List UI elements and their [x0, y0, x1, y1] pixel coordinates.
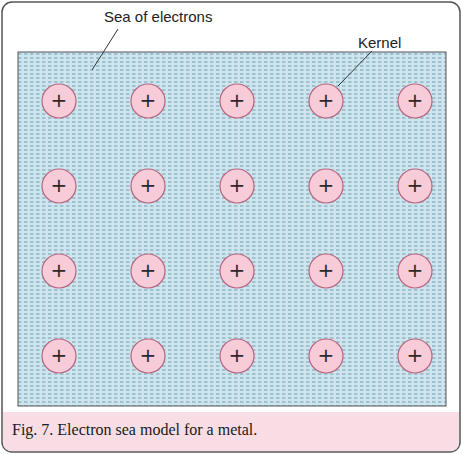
kernel-circle: +: [308, 338, 344, 374]
kernel-circle: +: [308, 168, 344, 204]
charge-sign: +: [397, 338, 433, 374]
kernel-circle: +: [130, 338, 166, 374]
kernel-circle: +: [41, 338, 77, 374]
kernel-circle: +: [41, 168, 77, 204]
charge-sign: +: [397, 168, 433, 204]
part-label: Kernel: [358, 34, 401, 51]
kernel-circle: +: [219, 253, 255, 289]
charge-sign: +: [308, 83, 344, 119]
kernel-circle: +: [41, 253, 77, 289]
kernel-circle: +: [130, 253, 166, 289]
charge-sign: +: [219, 168, 255, 204]
kernel-circle: +: [397, 338, 433, 374]
charge-sign: +: [41, 168, 77, 204]
charge-sign: +: [219, 83, 255, 119]
kernel-circle: +: [397, 168, 433, 204]
frame: [2, 2, 460, 452]
figure-caption: Fig. 7. Electron sea model for a metal.: [12, 421, 257, 439]
kernel-circle: +: [308, 253, 344, 289]
charge-sign: +: [130, 83, 166, 119]
charge-sign: +: [41, 253, 77, 289]
leader-line: [92, 29, 118, 70]
part-label: Sea of electrons: [104, 8, 212, 25]
charge-sign: +: [219, 338, 255, 374]
leader-line: [338, 51, 372, 86]
charge-sign: +: [308, 168, 344, 204]
charge-sign: +: [219, 253, 255, 289]
charge-sign: +: [41, 83, 77, 119]
kernel-circle: +: [219, 338, 255, 374]
kernel-circle: +: [130, 168, 166, 204]
charge-sign: +: [308, 253, 344, 289]
caption-band: [3, 412, 459, 451]
kernel-circle: +: [397, 253, 433, 289]
charge-sign: +: [41, 338, 77, 374]
charge-sign: +: [130, 168, 166, 204]
charge-sign: +: [130, 253, 166, 289]
charge-sign: +: [308, 338, 344, 374]
kernel-circle: +: [41, 83, 77, 119]
kernel-circle: +: [130, 83, 166, 119]
kernel-circle: +: [397, 83, 433, 119]
charge-sign: +: [397, 83, 433, 119]
charge-sign: +: [130, 338, 166, 374]
kernel-circle: +: [219, 168, 255, 204]
electron-sea: [18, 52, 446, 406]
charge-sign: +: [397, 253, 433, 289]
kernel-circle: +: [219, 83, 255, 119]
kernel-circle: +: [308, 83, 344, 119]
